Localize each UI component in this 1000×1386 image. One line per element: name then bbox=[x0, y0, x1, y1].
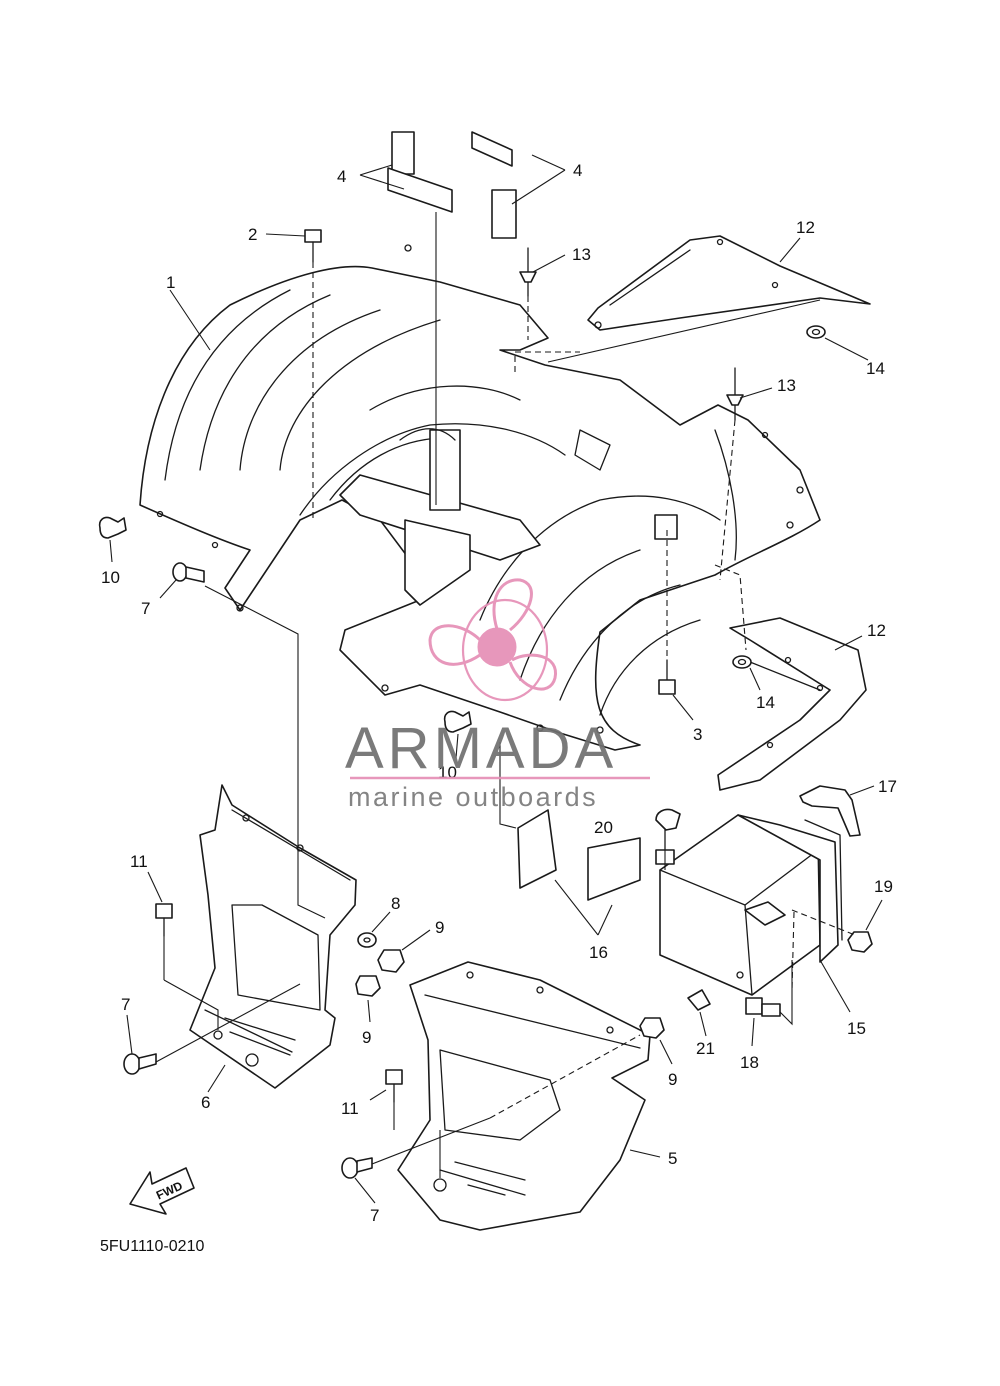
callout-13b: 13 bbox=[777, 376, 796, 395]
propeller-logo-icon bbox=[428, 578, 557, 702]
callout-11: 11 bbox=[130, 852, 148, 871]
watermark-brand: ARMADA bbox=[345, 716, 617, 781]
callout-14: 14 bbox=[866, 359, 885, 378]
part-11-bolts bbox=[147, 871, 403, 1103]
callout-10: 10 bbox=[101, 568, 120, 587]
callout-14b: 14 bbox=[756, 693, 775, 712]
callout-7: 7 bbox=[141, 599, 150, 618]
callout-16: 16 bbox=[589, 943, 608, 962]
callout-3: 3 bbox=[693, 725, 702, 744]
callout-7b: 7 bbox=[121, 995, 130, 1014]
callout-20: 20 bbox=[594, 818, 613, 837]
part-7-screws bbox=[123, 562, 376, 1204]
callout-11b: 11 bbox=[341, 1099, 359, 1118]
watermark-tagline: marine outboards bbox=[348, 782, 598, 812]
callout-12b: 12 bbox=[867, 621, 886, 640]
drawing-code: 5FU1110-0210 bbox=[100, 1238, 204, 1255]
callout-2: 2 bbox=[248, 225, 257, 244]
part-5-footrest-right bbox=[397, 961, 661, 1231]
part-15-storage-box bbox=[655, 814, 851, 1013]
part-16-pads bbox=[517, 809, 641, 936]
part-18-bolt bbox=[745, 997, 781, 1047]
part-3-bolt bbox=[658, 659, 694, 721]
callout-7c: 7 bbox=[370, 1206, 379, 1225]
callout-5: 5 bbox=[668, 1149, 677, 1168]
part-10-clips bbox=[98, 516, 472, 759]
callout-21: 21 bbox=[696, 1039, 715, 1058]
watermark: ARMADA marine outboards bbox=[345, 578, 650, 812]
callout-8: 8 bbox=[391, 894, 400, 913]
callout-9b: 9 bbox=[362, 1028, 371, 1047]
callout-19: 19 bbox=[874, 877, 893, 896]
part-21-clip bbox=[687, 989, 711, 1037]
part-13-rivets bbox=[519, 247, 773, 421]
part-17-bracket bbox=[799, 785, 875, 837]
callout-1: 1 bbox=[166, 273, 175, 292]
callout-6: 6 bbox=[201, 1093, 210, 1112]
part-8-washer bbox=[357, 911, 391, 948]
part-19-nut bbox=[847, 899, 883, 953]
callout-17: 17 bbox=[878, 777, 897, 796]
callout-9c: 9 bbox=[668, 1070, 677, 1089]
callout-15: 15 bbox=[847, 1019, 866, 1038]
part-1-rear-fender bbox=[139, 244, 821, 751]
callout-18: 18 bbox=[740, 1053, 759, 1072]
part-12-flap-lower bbox=[717, 617, 867, 791]
callout-12: 12 bbox=[796, 218, 815, 237]
callout-4b: 4 bbox=[573, 161, 582, 180]
part-9-nuts bbox=[355, 929, 673, 1065]
callout-13: 13 bbox=[572, 245, 591, 264]
assembly-lines bbox=[155, 212, 856, 1178]
callout-4: 4 bbox=[337, 167, 346, 186]
callout-9: 9 bbox=[435, 918, 444, 937]
part-6-footrest-left bbox=[189, 784, 357, 1093]
part-4-reflectors bbox=[359, 131, 566, 239]
part-14-nuts bbox=[732, 325, 869, 691]
part-2-bolt bbox=[265, 229, 322, 263]
fwd-arrow-icon: FWD bbox=[129, 1167, 195, 1215]
part-12-flap-upper bbox=[587, 235, 871, 331]
part-20-clip bbox=[655, 808, 681, 851]
callout-labels: 1 2 3 4 4 5 6 7 7 7 8 9 9 9 10 10 11 11 … bbox=[101, 161, 897, 1225]
